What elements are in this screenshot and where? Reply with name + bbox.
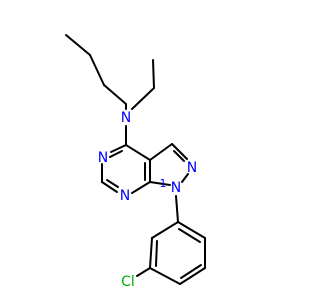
bond-aryl-2-inner bbox=[155, 240, 158, 267]
bond-aryl-4 bbox=[179, 267, 206, 285]
atom-label-n-pyrimidine-top: N bbox=[98, 150, 108, 166]
bond-ethyl-1 bbox=[152, 59, 155, 89]
atom-locant-n1: 1 bbox=[160, 177, 167, 190]
atom-label-n-pyrazole-lower: N bbox=[171, 180, 181, 196]
atom-label-n-amine: N bbox=[121, 110, 131, 126]
bond-aryl-6 bbox=[177, 221, 206, 239]
bond-butyl-2 bbox=[89, 54, 105, 86]
atom-label-n-pyrazole-upper: N bbox=[187, 160, 197, 176]
bond-aryl-2 bbox=[149, 237, 153, 269]
bond-ethyl-n bbox=[131, 87, 155, 110]
atom-label-chlorine: Cl bbox=[121, 274, 135, 290]
bond-butyl-3 bbox=[103, 84, 127, 105]
bond-c4-n3 bbox=[110, 144, 127, 153]
bond-aryl-6-inner bbox=[178, 228, 201, 243]
structure-canvas: N N N N N 1 Cl bbox=[65, 34, 206, 290]
atom-label-n-pyrimidine-bottom: N bbox=[120, 188, 130, 204]
bond-c3a-c3 bbox=[149, 143, 173, 161]
bond-n2-n1 bbox=[181, 173, 189, 183]
bond-c3-n2-inner bbox=[173, 150, 185, 162]
bond-aryl-1 bbox=[151, 221, 179, 239]
bond-aryl-4-inner bbox=[180, 264, 202, 279]
bond-c4-n3-inner bbox=[109, 150, 123, 158]
bond-c-cl bbox=[136, 267, 151, 277]
bond-n1-c7a bbox=[131, 181, 151, 194]
bond-n1-aryl bbox=[175, 195, 179, 223]
bond-aryl-3 bbox=[149, 267, 181, 285]
bond-butyl-1 bbox=[65, 34, 91, 56]
bond-n1-c7a-pyrazole bbox=[149, 181, 171, 186]
bond-c2-n1-inner bbox=[106, 179, 119, 188]
bond-c3-n2 bbox=[171, 143, 188, 160]
bond-c2-n1 bbox=[101, 181, 118, 193]
molecule-drawing: N N N N N 1 Cl bbox=[65, 34, 206, 290]
bond-c3a-c4 bbox=[125, 144, 151, 161]
